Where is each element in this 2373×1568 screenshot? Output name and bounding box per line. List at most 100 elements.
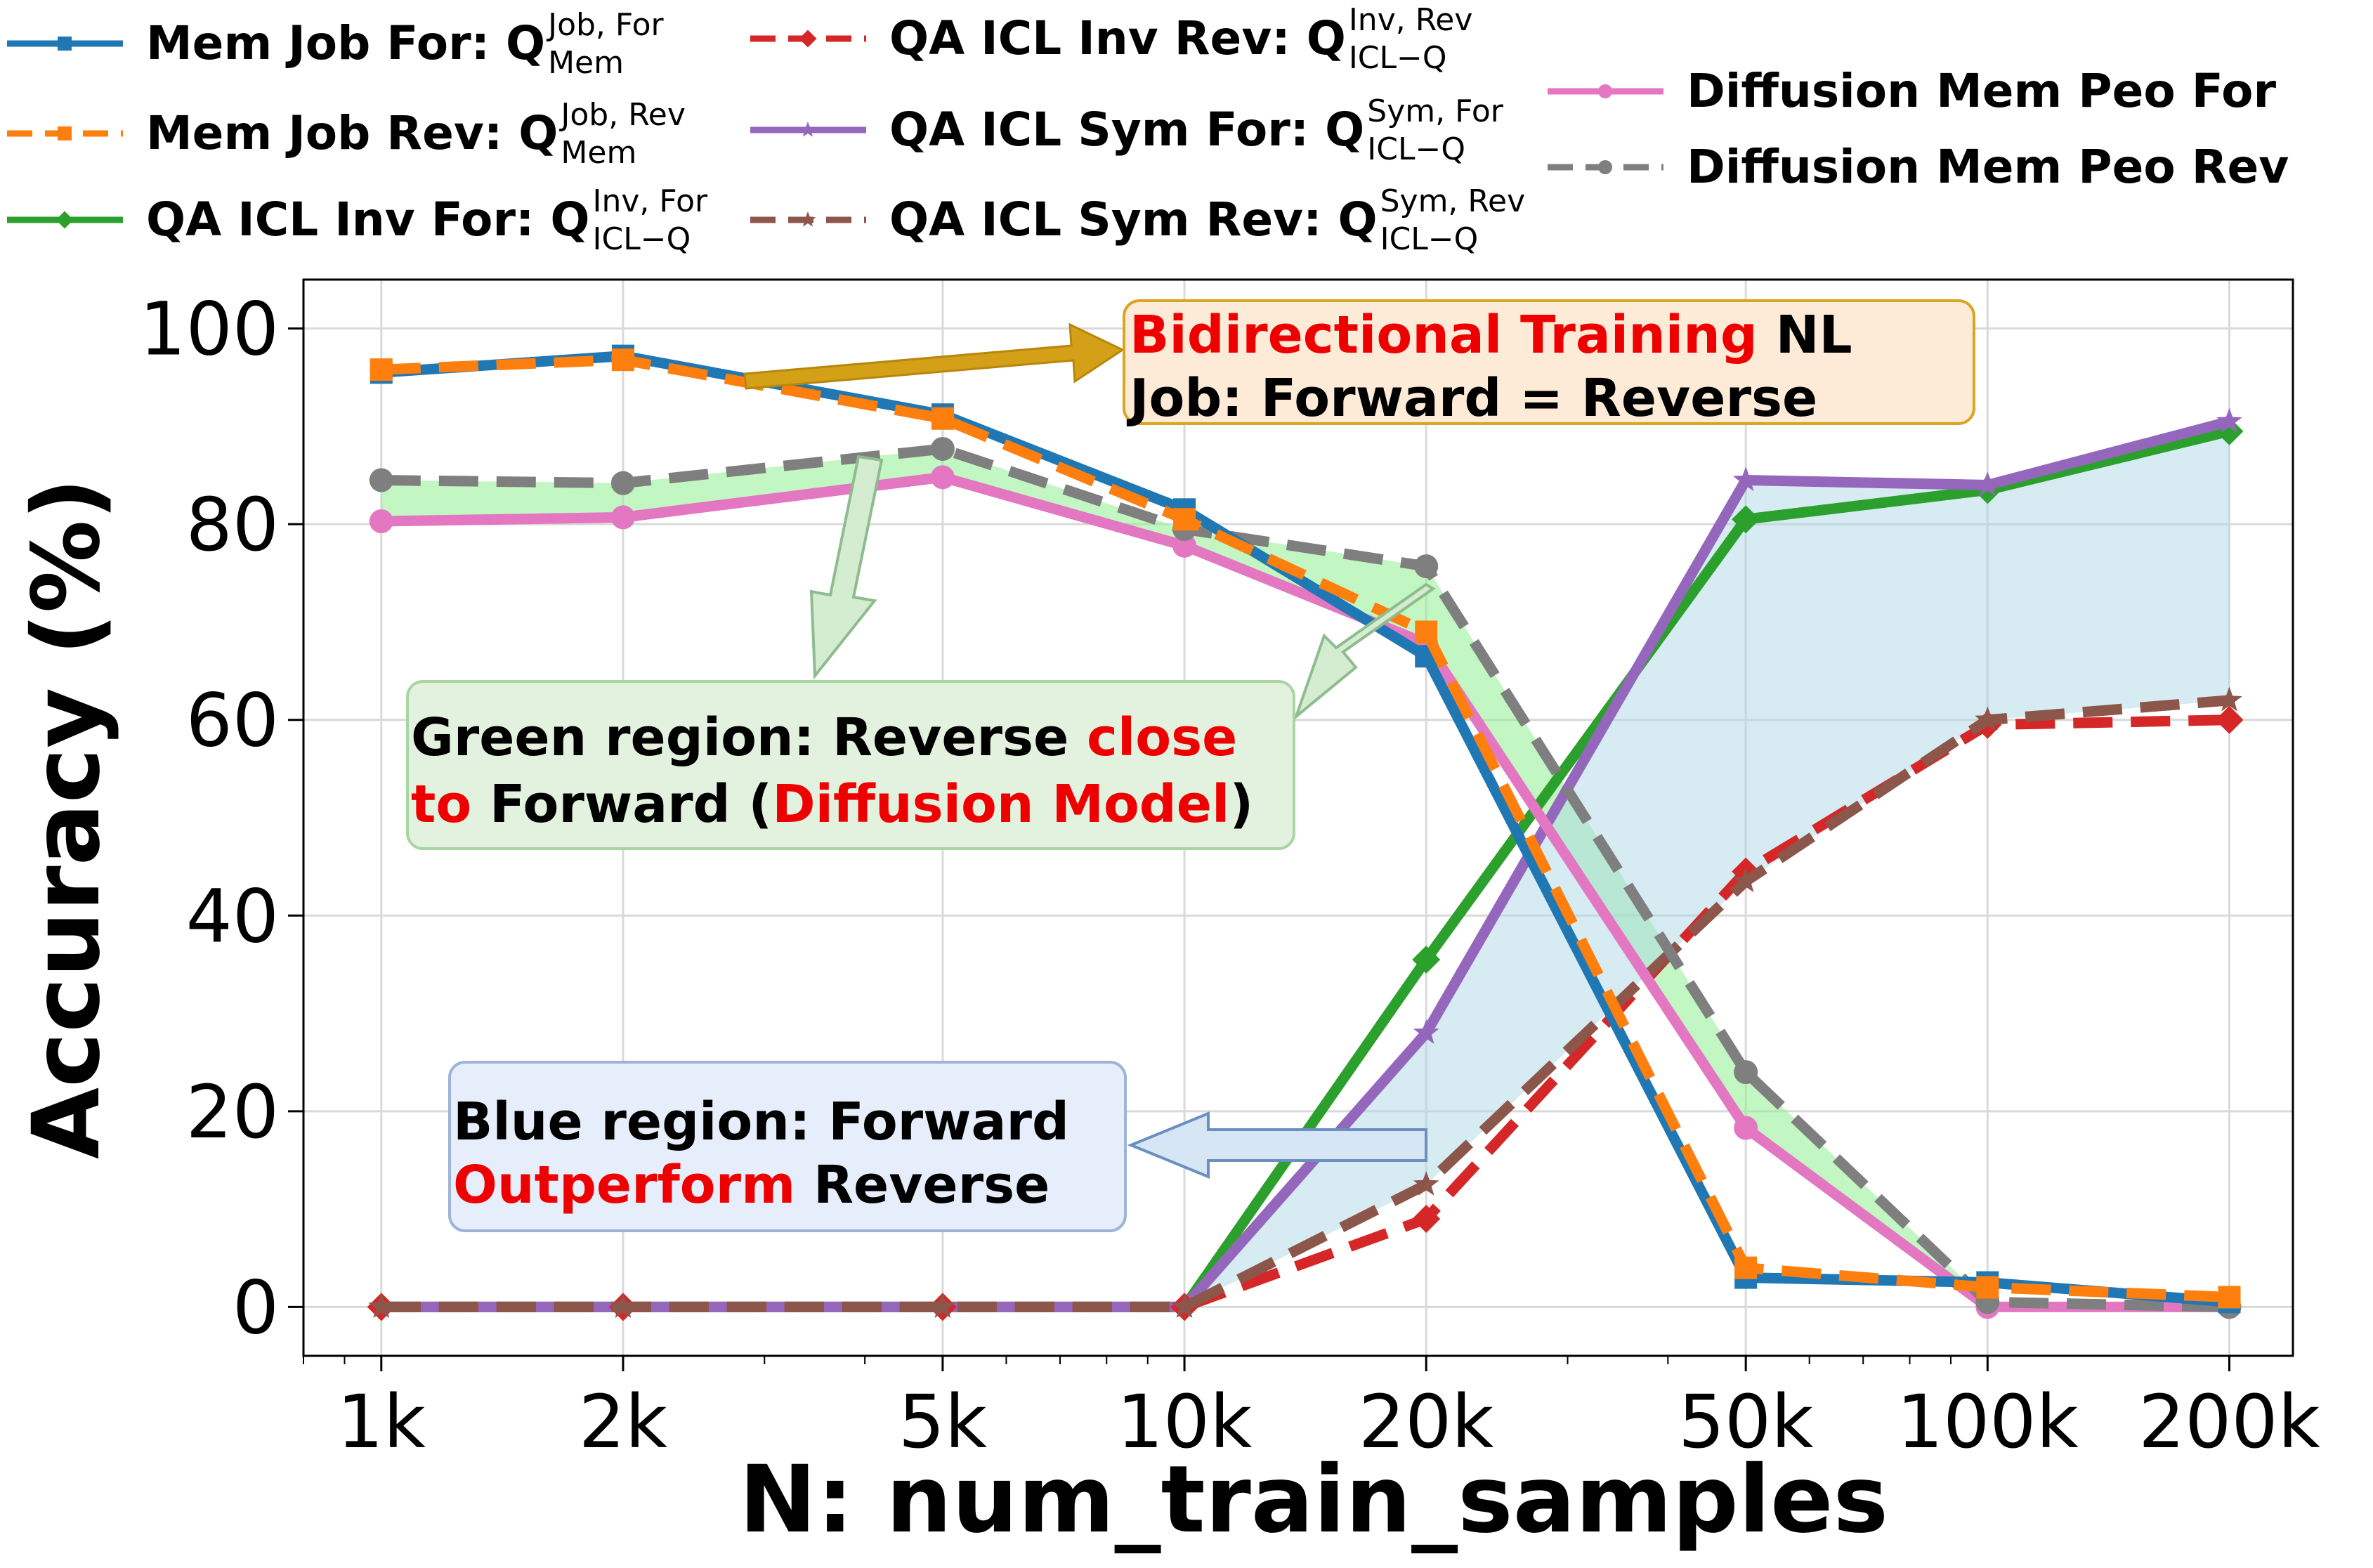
shaded-regions [381,421,2230,1307]
legend-marker-qa_icl_sym_rev [799,211,816,227]
series-line-qa_icl_sym_rev [381,695,2230,1312]
legend-sup-mem_job_for: Job, For [546,7,664,43]
data-point-mem_job_rev [931,407,954,430]
bidirectional-box [1123,299,1975,425]
data-point-mem_job_rev [1173,508,1196,531]
data-point-qa_icl_sym_for [1413,1019,1439,1044]
data-point-qa_icl_sym_for [1732,466,1759,492]
y-tick-label: 60 [186,678,279,764]
legend-sup-qa_icl_sym_for: Sym, For [1367,93,1503,129]
data-point-qa_icl_inv_rev [1412,1205,1441,1234]
legend-marker-qa_icl_sym_for [799,122,816,137]
legend-sub-qa_icl_sym_for: ICL−Q [1367,131,1465,167]
legend-sub-mem_job_rev: Mem [561,135,636,171]
data-point-diff_mem_peo_for [369,509,393,534]
y-tick-label: 100 [139,287,279,372]
data-point-mem_job_rev [2218,1286,2241,1309]
legend-sub-qa_icl_sym_rev: ICL−Q [1380,221,1479,257]
legend-sub-qa_icl_inv_rev: ICL−Q [1349,40,1447,76]
data-point-diff_mem_peo_for [930,465,955,490]
data-point-qa_icl_sym_rev [368,1293,395,1318]
data-point-qa_icl_sym_rev [2216,686,2242,712]
blue-region-line1: Blue region: Forward [453,1092,1069,1152]
green-arrow-left [809,455,884,680]
green-arrow-right [1293,582,1436,721]
legend-entry-diff_mem_peo_for: Diffusion Mem Peo For [1548,64,2276,118]
legend-label-qa_icl_inv_rev: QA ICL Inv Rev: Q [889,11,1346,65]
y-axis-title: Accuracy (%) [13,478,121,1159]
data-point-qa_icl_sym_rev [1171,1293,1198,1318]
series-mem_job_rev [370,348,2241,1309]
data-point-qa_icl_sym_rev [1413,1171,1439,1196]
x-tick-label: 5k [898,1379,987,1465]
legend-marker-mem_job_for [58,37,72,51]
legend-label-qa_icl_inv_for: QA ICL Inv For: Q [146,192,590,247]
data-point-diff_mem_peo_rev [1414,554,1439,579]
x-tick-label: 100k [1897,1379,2079,1465]
data-point-mem_job_rev [611,348,634,372]
region-blue [1184,421,2230,1307]
x-tick-label: 20k [1359,1379,1494,1465]
x-tick-label: 2k [579,1379,667,1465]
series-line-mem_job_rev [381,354,2230,1302]
legend-marker-diff_mem_peo_for [1598,84,1612,98]
series-qa_icl_sym_rev [368,686,2242,1318]
blue-region-line2: Outperform Reverse [453,1155,1050,1215]
legend-marker-qa_icl_inv_for [55,211,74,229]
green-region-line2: to Forward (Diffusion Model) [411,774,1253,835]
data-point-mem_job_rev [1976,1276,1999,1299]
data-point-diff_mem_peo_rev [610,471,635,495]
plot-frame [302,278,2294,1357]
bidirectional-line2: Job: Forward = Reverse [1126,368,1817,429]
annotation-bidirectional: Bidirectional Training NL Job: Forward =… [743,299,1975,429]
legend-sub-mem_job_for: Mem [548,45,624,81]
legend-sup-qa_icl_sym_rev: Sym, Rev [1380,183,1526,219]
y-tick-label: 0 [233,1265,279,1350]
bidirectional-line1: Bidirectional Training NL [1130,305,1852,365]
data-point-mem_job_rev [1734,1256,1758,1279]
x-tick-label: 200k [2138,1379,2320,1465]
data-point-diff_mem_peo_rev [1734,1060,1758,1085]
data-point-qa_icl_inv_for [1412,945,1441,974]
legend-sub-qa_icl_inv_for: ICL−Q [593,221,691,257]
y-tick-label: 80 [186,482,279,568]
bidirectional-arrow [743,322,1125,390]
data-point-qa_icl_sym_rev [610,1293,636,1318]
legend-sup-qa_icl_inv_for: Inv, For [593,183,709,219]
legend-label-diff_mem_peo_rev: Diffusion Mem Peo Rev [1687,140,2289,194]
legend-sup-mem_job_rev: Job, Rev [558,97,686,133]
data-point-diff_mem_peo_rev [369,468,393,492]
data-point-mem_job_rev [370,358,393,381]
legend-marker-qa_icl_inv_rev [799,30,817,48]
data-point-diff_mem_peo_for [1172,533,1197,558]
green-region-line1: Green region: Reverse close [411,707,1237,768]
legend-marker-mem_job_rev [58,126,72,141]
legend-label-mem_job_rev: Mem Job Rev: Q [146,106,558,160]
annotation-blue-region: Blue region: Forward Outperform Reverse [448,1061,1427,1232]
annotation-green-region: Green region: Reverse close to Forward (… [406,455,1436,850]
legend-entry-diff_mem_peo_rev: Diffusion Mem Peo Rev [1548,140,2289,194]
legend-marker-diff_mem_peo_rev [1598,160,1612,174]
legend-label-mem_job_for: Mem Job For: Q [146,16,545,70]
data-point-diff_mem_peo_for [610,505,635,530]
blue-arrow [1127,1111,1427,1179]
series-line-diff_mem_peo_rev [381,443,2230,1312]
legend-label-qa_icl_sym_for: QA ICL Sym For: Q [889,103,1364,157]
green-region-box [406,680,1295,850]
x-axis-title: N: num_train_samples [739,1446,1888,1554]
data-point-qa_icl_sym_rev [1975,706,2001,731]
y-tick-label: 40 [186,873,279,959]
legend-label-qa_icl_sym_rev: QA ICL Sym Rev: Q [889,192,1378,247]
x-tick-label: 1k [337,1379,426,1465]
data-point-qa_icl_sym_for [2216,407,2242,433]
data-point-diff_mem_peo_rev [930,436,955,461]
data-point-qa_icl_inv_rev [2215,705,2244,734]
